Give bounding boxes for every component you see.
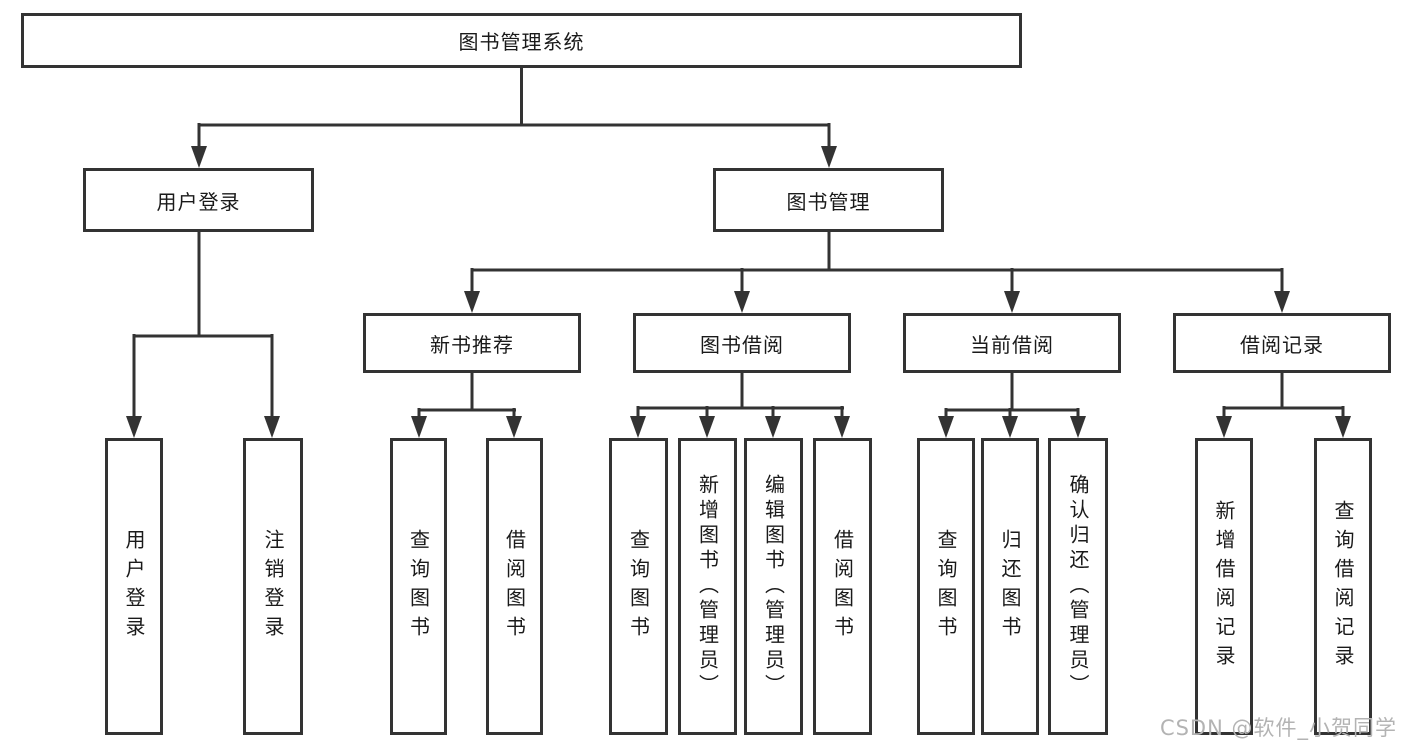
node-label: 图书管理系统 (458, 30, 585, 54)
leaf-query-books-newrec: 查询图书 (390, 438, 447, 735)
node-label: 借阅图书 (830, 528, 855, 645)
node-label: 归还图书 (998, 528, 1022, 645)
node-label: 借阅图书 (502, 528, 527, 645)
leaf-add-books-admin: 新增图书（管理员） (678, 438, 737, 735)
leaf-user-login: 用户登录 (105, 438, 163, 735)
leaf-add-borrow-record: 新增借阅记录 (1195, 438, 1253, 735)
leaf-logout: 注销登录 (243, 438, 303, 735)
node-label: 查询图书 (406, 528, 431, 645)
node-book-management: 图书管理 (713, 168, 944, 232)
node-label: 查询借阅记录 (1331, 499, 1355, 674)
node-current-borrowing: 当前借阅 (903, 313, 1121, 373)
leaf-borrow-books-borrowing: 借阅图书 (813, 438, 872, 735)
node-library-management-system: 图书管理系统 (21, 13, 1022, 68)
leaf-query-books-current: 查询图书 (917, 438, 975, 735)
node-label: 查询图书 (626, 528, 651, 645)
node-label: 借阅记录 (1240, 332, 1324, 357)
node-label: 图书借阅 (700, 332, 784, 357)
node-label: 确认归还（管理员） (1066, 474, 1090, 699)
arrowheads (126, 146, 1351, 438)
csdn-watermark: CSDN @软件_小贺同学 (1159, 716, 1397, 740)
node-label: 当前借阅 (970, 332, 1054, 357)
leaf-return-books: 归还图书 (981, 438, 1039, 735)
leaf-query-books-borrowing: 查询图书 (609, 438, 668, 735)
leaf-query-borrow-record: 查询借阅记录 (1314, 438, 1372, 735)
node-book-borrowing: 图书借阅 (633, 313, 851, 373)
node-label: 编辑图书（管理员） (761, 474, 786, 699)
node-user-login: 用户登录 (83, 168, 314, 232)
node-label: 用户登录 (156, 189, 241, 214)
node-label: 新增图书（管理员） (695, 474, 720, 699)
leaf-edit-books-admin: 编辑图书（管理员） (744, 438, 803, 735)
leaf-confirm-return-admin: 确认归还（管理员） (1048, 438, 1108, 735)
node-label: 图书管理 (786, 189, 871, 214)
node-label: 查询图书 (934, 528, 958, 645)
node-label: 新书推荐 (430, 332, 514, 357)
node-label: 注销登录 (261, 528, 285, 645)
leaf-borrow-books-newrec: 借阅图书 (486, 438, 543, 735)
node-new-book-recommendation: 新书推荐 (363, 313, 581, 373)
node-label: 新增借阅记录 (1212, 499, 1236, 674)
node-label: 用户登录 (122, 528, 146, 645)
node-borrowing-records: 借阅记录 (1173, 313, 1391, 373)
